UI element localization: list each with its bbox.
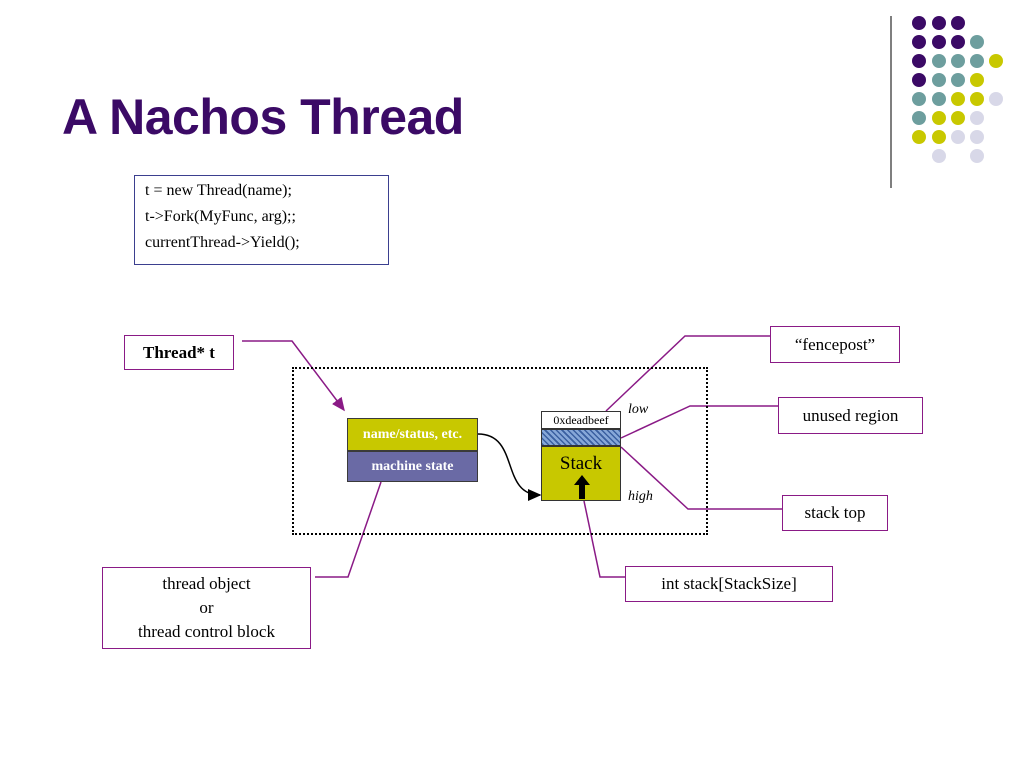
decor-dot [951, 35, 965, 49]
stack-top-callout: stack top [782, 495, 888, 531]
decor-dot [970, 54, 984, 68]
decor-dot [932, 130, 946, 144]
decor-dot [912, 35, 926, 49]
low-label: low [628, 402, 649, 417]
thread-enclosure [292, 367, 708, 535]
thread-object-line: or [199, 598, 214, 617]
name-status-label: name/status, etc. [362, 426, 463, 442]
slide-title: A Nachos Thread [62, 89, 464, 145]
fencepost-leader [605, 335, 770, 412]
stack-top-leader [620, 446, 782, 510]
name-status-field: name/status, etc. [347, 418, 478, 451]
machine-state-field: machine state [347, 451, 478, 482]
code-box: t = new Thread(name); t->Fork(MyFunc, ar… [134, 175, 389, 265]
code-line: currentThread->Yield(); [145, 234, 300, 251]
stack-pointer-curve [477, 433, 542, 501]
decor-dot [932, 111, 946, 125]
high-label: high [628, 489, 653, 504]
decor-dot [970, 73, 984, 87]
decor-dot [912, 16, 926, 30]
thread-pointer-line [242, 340, 345, 412]
thread-object-line: thread object [162, 574, 251, 593]
decor-dot [951, 54, 965, 68]
decor-dot [970, 130, 984, 144]
decor-dot [932, 16, 946, 30]
unused-region-callout: unused region [778, 397, 923, 434]
decor-dot [951, 130, 965, 144]
fencepost-cell: 0xdeadbeef [541, 411, 621, 429]
fencepost-callout-label: “fencepost” [794, 334, 876, 354]
decor-dot [951, 16, 965, 30]
decor-dot [912, 130, 926, 144]
stack-array-leader [583, 500, 625, 578]
decor-dot [932, 35, 946, 49]
stack-label: Stack [559, 453, 603, 474]
decor-dot [951, 92, 965, 106]
decor-dot [932, 149, 946, 163]
unused-region-cell [541, 429, 621, 446]
decor-dot [912, 92, 926, 106]
up-arrow-icon [574, 475, 590, 499]
thread-object-line: thread control block [138, 622, 275, 641]
thread-object-callout: thread object or thread control block [102, 567, 311, 649]
decor-dot [912, 111, 926, 125]
decor-dot [951, 73, 965, 87]
fencepost-callout: “fencepost” [770, 326, 900, 363]
thread-object-leader [315, 481, 382, 578]
decor-dot [932, 73, 946, 87]
decor-dot [951, 111, 965, 125]
decor-dot [970, 111, 984, 125]
stack-cell: Stack [541, 446, 621, 501]
decor-dot [970, 92, 984, 106]
stack-top-label: stack top [804, 503, 866, 522]
decor-dot [912, 73, 926, 87]
unused-region-leader [620, 405, 778, 439]
decor-dot [912, 54, 926, 68]
thread-pointer-box: Thread* t [124, 335, 234, 370]
stack-array-callout: int stack[StackSize] [625, 566, 833, 602]
decor-dot [970, 149, 984, 163]
fencepost-value: 0xdeadbeef [553, 412, 609, 427]
thread-pointer-label: Thread* t [143, 342, 215, 362]
decor-dot [989, 92, 1003, 106]
code-line: t = new Thread(name); [145, 182, 292, 199]
decor-dot [970, 35, 984, 49]
decor-dot [989, 54, 1003, 68]
unused-region-label: unused region [802, 405, 899, 425]
vertical-rule [890, 16, 892, 188]
decor-dot [932, 54, 946, 68]
code-line: t->Fork(MyFunc, arg);; [145, 208, 296, 225]
decor-dot [932, 92, 946, 106]
machine-state-label: machine state [371, 458, 454, 474]
stack-array-label: int stack[StackSize] [661, 574, 797, 593]
